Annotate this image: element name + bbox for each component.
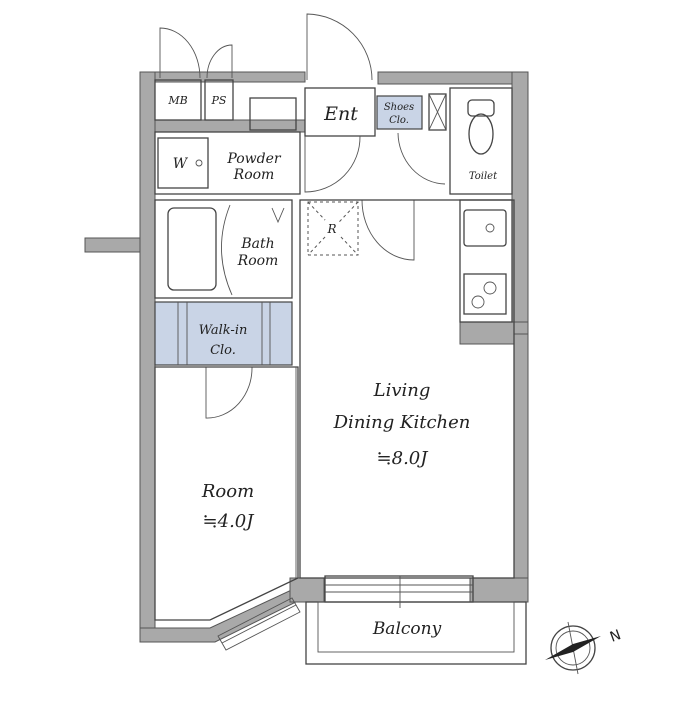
outer-walls (84, 71, 529, 643)
shoes-closet-label-1: Shoes (384, 102, 414, 113)
entrance (304, 87, 376, 137)
refrigerator-space (307, 201, 359, 256)
entrance-label: Ent (323, 103, 358, 125)
walk-in-closet-label-1: Walk-in (199, 323, 248, 338)
stove (463, 273, 507, 315)
balcony-label: Balcony (372, 619, 442, 639)
shaft-box (428, 93, 447, 131)
mb-door-swing (159, 27, 201, 79)
bath-room-label-2: Room (237, 253, 279, 269)
powder-door-swing (304, 135, 361, 193)
balcony-window (324, 575, 474, 608)
kitchen-counter (459, 199, 513, 323)
refrigerator-label: R (326, 222, 336, 236)
shoes-closet-label-2: Clo. (389, 115, 409, 126)
ldk-label-2: Dining Kitchen (333, 412, 471, 433)
toilet-door-swing (397, 132, 446, 185)
ps-label: PS (211, 94, 227, 107)
ps-door-swing (206, 44, 233, 79)
western-room (154, 366, 299, 621)
washer-space (157, 137, 209, 189)
mb-box (154, 79, 202, 121)
ldk-label-1: Living (373, 380, 431, 401)
washer-label: W (173, 156, 189, 172)
powder-room-label-1: Powder (226, 151, 282, 167)
powder-room (154, 131, 301, 195)
toilet-label: Toilet (469, 171, 498, 182)
toilet-room (449, 87, 513, 195)
toilet-tank (467, 99, 495, 117)
powder-room-label-2: Room (233, 167, 275, 183)
compass-north-label: N (608, 627, 623, 646)
bath-room-label-1: Bath (240, 236, 274, 252)
toilet-bowl (468, 113, 494, 155)
living-dining-kitchen (299, 199, 515, 579)
walk-in-closet-label-2: Clo. (210, 343, 236, 358)
kitchen-sink (463, 209, 507, 247)
bay-window (217, 597, 301, 651)
room-label: Room (201, 481, 254, 502)
compass-icon: N (545, 621, 623, 675)
ldk-door-swing (361, 199, 415, 261)
washbasin (249, 97, 297, 131)
ps-box (204, 79, 234, 121)
bath-room (154, 199, 293, 299)
shoes-closet (376, 95, 423, 130)
room-size: ≒4.0J (203, 511, 256, 532)
entrance-door-swing (306, 13, 373, 81)
ldk-size: ≒8.0J (377, 448, 430, 469)
mb-label: MB (167, 94, 187, 107)
refrigerator-label-backing (325, 220, 339, 236)
room-door-swing (205, 366, 253, 419)
bathtub (167, 207, 217, 291)
